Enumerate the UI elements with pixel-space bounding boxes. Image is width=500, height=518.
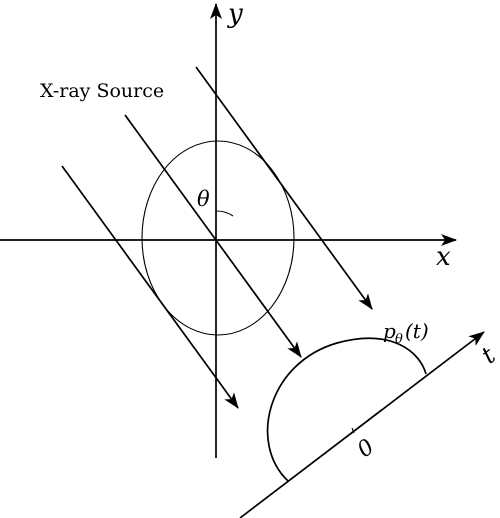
- x-axis-label: x: [436, 242, 451, 272]
- t-axis-label: t: [476, 341, 500, 369]
- xray-beam-3: [195, 66, 373, 310]
- projection-curve: [266, 337, 427, 482]
- t-axis: [239, 331, 485, 518]
- xray-beam-2: [124, 114, 302, 358]
- projection-label: p θ (t): [383, 319, 429, 347]
- theta-label: θ: [197, 187, 210, 211]
- origin-tick: [351, 427, 355, 434]
- projection-p: p: [383, 319, 396, 343]
- xray-beam-1: [61, 165, 239, 409]
- projection-argument: (t): [405, 319, 429, 343]
- projection-subscript: θ: [395, 332, 403, 347]
- theta-angle-arc: [215, 210, 234, 217]
- y-axis-label: y: [227, 0, 243, 29]
- object-ellipse: [141, 140, 295, 336]
- xray-source-label: X-ray Source: [40, 80, 164, 102]
- origin-label: 0: [353, 435, 379, 463]
